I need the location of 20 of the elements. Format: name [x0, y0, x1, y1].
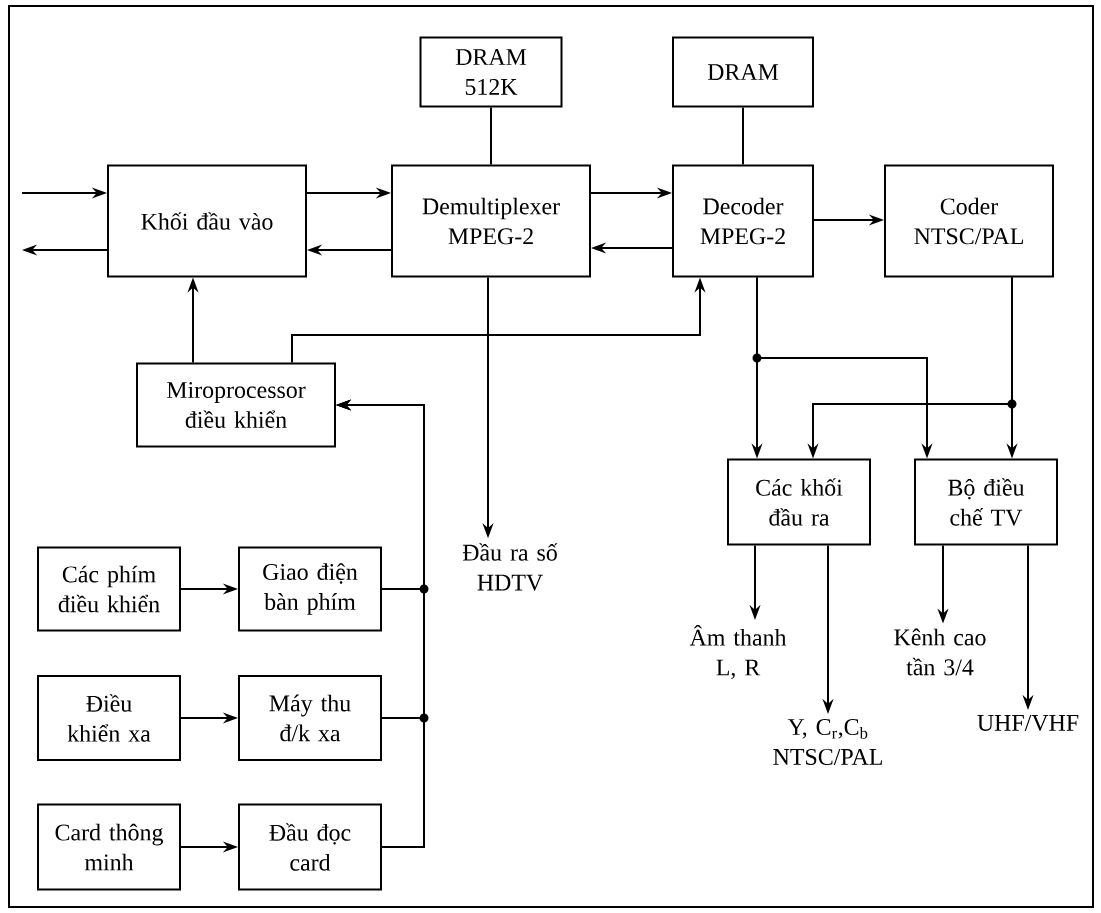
block-box: Giao điện bàn phím — [238, 546, 382, 632]
block-box: Miroprocessor điều khiển — [136, 362, 336, 448]
block-box: Đầu đọc card — [238, 803, 382, 891]
output-label: Âm thanh L, R — [689, 624, 787, 680]
block-box: Decoder MPEG-2 — [672, 164, 814, 278]
block-box: Card thông minh — [37, 803, 181, 891]
block-box: Điều khiển xa — [37, 675, 181, 761]
block-box: Khối đầu vào — [107, 164, 307, 278]
output-label: UHF/VHF — [977, 714, 1079, 732]
output-label: Đầu ra số HDTV — [462, 543, 558, 591]
block-box: Máy thu đ/k xa — [238, 675, 382, 761]
block-box: Bộ điều chế TV — [914, 458, 1058, 546]
block-box: Demultiplexer MPEG-2 — [391, 164, 591, 278]
block-box: Coder NTSC/PAL — [884, 164, 1054, 278]
output-label: Y, C$_{r}$,C$_{b}$ NTSC/PAL — [773, 719, 882, 765]
block-box: Các phím điều khiển — [37, 546, 181, 632]
block-box: DRAM — [672, 36, 814, 108]
output-label: Kênh cao tần 3/4 — [894, 628, 986, 676]
block-box: Các khối đầu ra — [727, 458, 871, 546]
block-box: DRAM 512K — [419, 36, 563, 108]
